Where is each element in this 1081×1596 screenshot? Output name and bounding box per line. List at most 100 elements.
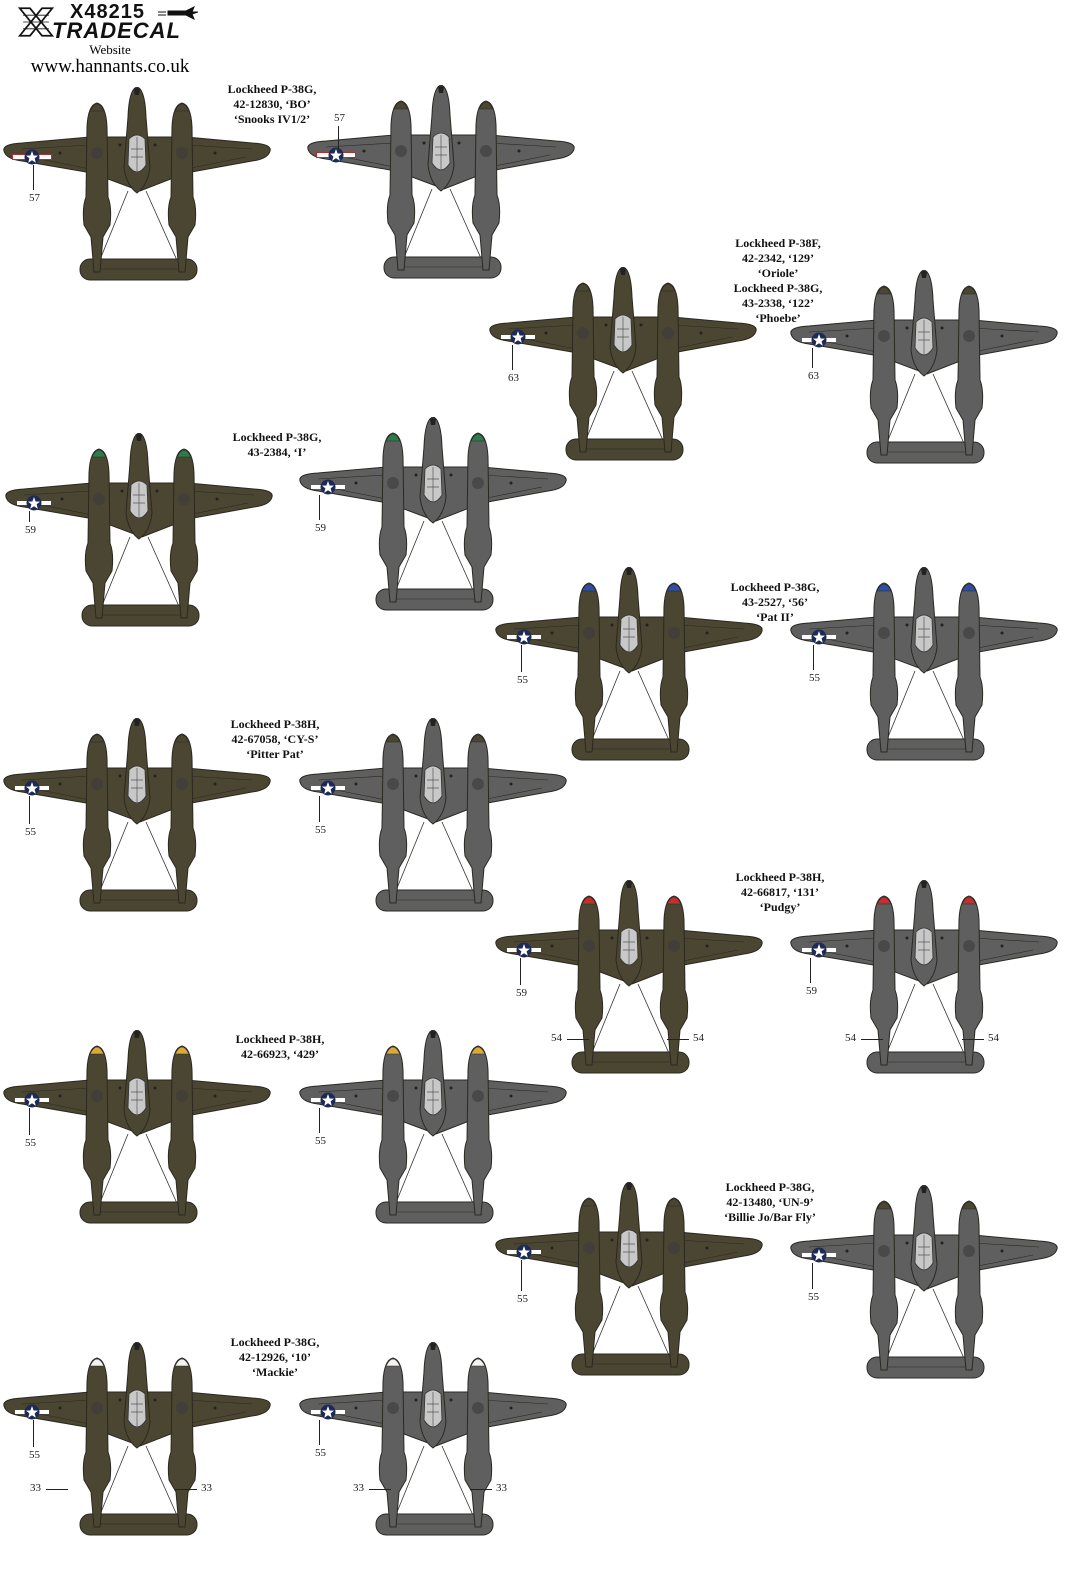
p38-grey-top-view: [296, 416, 568, 612]
caption-line: Lockheed P-38G,: [733, 281, 823, 295]
website-url[interactable]: www.hannants.co.uk: [30, 56, 190, 77]
p38-olive-top-view: [0, 86, 272, 282]
p38-grey-top-view: [787, 1184, 1059, 1380]
leader-line: [521, 645, 522, 672]
decal-number-callout: 54: [551, 1032, 562, 1044]
caption-line: Lockheed P-38G,: [232, 430, 322, 444]
decal-number-callout: 55: [29, 1449, 40, 1461]
leader-line: [29, 796, 30, 824]
us-star-insignia-icon: [504, 942, 544, 963]
decal-number-callout: 63: [508, 372, 519, 384]
scheme-caption: Lockheed P-38G,42-12926, ‘10’‘Mackie’: [231, 1335, 320, 1380]
leader-line: [810, 958, 811, 983]
us-star-insignia-icon: [504, 629, 544, 650]
leader-line: [567, 1039, 589, 1040]
leader-line: [369, 1489, 391, 1490]
caption-line: ‘Snooks IV1/2’: [233, 112, 311, 126]
leader-line: [319, 495, 320, 520]
decal-number-callout: 55: [25, 826, 36, 838]
us-star-insignia-icon: [12, 780, 52, 801]
leader-line: [319, 796, 320, 822]
leader-line: [521, 1260, 522, 1291]
p38-grey-top-view: [296, 717, 568, 913]
scheme-caption: Lockheed P-38G,43-2527, ‘56’‘Pat II’: [731, 580, 820, 625]
decal-number-callout: 55: [315, 1447, 326, 1459]
us-star-insignia-icon: [308, 780, 348, 801]
decal-number-callout: 55: [25, 1137, 36, 1149]
decal-number-callout: 55: [808, 1291, 819, 1303]
caption-line: Lockheed P-38F,: [735, 236, 821, 250]
us-star-insignia-icon: [14, 495, 54, 516]
caption-line: ‘Oriole’: [757, 266, 799, 280]
caption-line: Lockheed P-38H,: [235, 1032, 325, 1046]
leader-line: [813, 645, 814, 670]
us-star-insignia-icon: [308, 1404, 348, 1425]
caption-line: ‘Pitter Pat’: [246, 747, 304, 761]
p38-olive-top-view: [0, 1029, 272, 1225]
us-star-insignia-icon: [799, 332, 839, 353]
caption-line: Lockheed P-38G,: [730, 580, 820, 594]
scheme-caption: Lockheed P-38G,42-13480, ‘UN-9’‘Billie J…: [724, 1180, 816, 1225]
caption-line: ‘Mackie’: [252, 1365, 298, 1379]
decal-number-callout: 59: [516, 987, 527, 999]
decal-number-callout: 55: [809, 672, 820, 684]
p38-olive-top-view: [492, 1181, 764, 1377]
decal-number-callout: 33: [201, 1482, 212, 1494]
decal-number-callout: 59: [806, 985, 817, 997]
decal-number-callout: 55: [315, 824, 326, 836]
p38-olive-top-view: [2, 432, 274, 628]
leader-line: [861, 1039, 883, 1040]
caption-line: 43-2338, ‘122’: [741, 296, 814, 310]
caption-line: Lockheed P-38H,: [735, 870, 825, 884]
leader-line: [667, 1039, 689, 1040]
p38-olive-top-view: [492, 879, 764, 1075]
caption-line: ‘Billie Jo/Bar Fly’: [724, 1210, 816, 1224]
scheme-caption: Lockheed P-38H,42-66817, ‘131’‘Pudgy’: [736, 870, 825, 915]
p38-olive-top-view: [0, 717, 272, 913]
leader-line: [512, 345, 513, 370]
us-star-insignia-icon: [308, 1092, 348, 1113]
leader-line: [812, 1263, 813, 1289]
decal-number-callout: 59: [315, 522, 326, 534]
decal-number-callout: 54: [845, 1032, 856, 1044]
caption-line: Lockheed P-38G,: [230, 1335, 320, 1349]
p38-grey-top-view: [296, 1029, 568, 1225]
p38-olive-top-view: [486, 266, 758, 462]
caption-line: Lockheed P-38G,: [227, 82, 317, 96]
leader-line: [338, 126, 339, 149]
us-star-insignia-icon: [12, 1404, 52, 1425]
leader-line: [319, 1420, 320, 1445]
us-star-insignia-icon: [12, 149, 52, 170]
leader-line: [319, 1108, 320, 1133]
us-star-insignia-icon: [799, 942, 839, 963]
leader-line: [46, 1489, 68, 1490]
us-star-insignia-icon: [799, 1247, 839, 1268]
us-star-insignia-icon: [316, 147, 356, 168]
leader-line: [812, 348, 813, 368]
caption-line: ‘Pudgy’: [759, 900, 801, 914]
leader-line: [33, 165, 34, 190]
product-code: X48215: [70, 1, 145, 23]
leader-line: [29, 511, 30, 522]
leader-line: [962, 1039, 984, 1040]
decal-number-callout: 33: [496, 1482, 507, 1494]
decal-number-callout: 57: [29, 192, 40, 204]
caption-line: 42-12830, ‘BO’: [233, 97, 311, 111]
caption-line: 42-2342, ‘129’: [741, 251, 814, 265]
us-star-insignia-icon: [799, 629, 839, 650]
us-star-insignia-icon: [12, 1092, 52, 1113]
brand-name: TRADECAL: [52, 18, 181, 43]
caption-line: 42-67058, ‘CY-S’: [231, 732, 319, 746]
caption-line: 42-12926, ‘10’: [238, 1350, 311, 1364]
xtradecal-logo: X48215 TRADECAL Website www.hannants.co.…: [10, 2, 200, 78]
p38-grey-top-view: [296, 1341, 568, 1537]
decal-number-callout: 55: [315, 1135, 326, 1147]
p38-olive-top-view: [0, 1341, 272, 1537]
decal-number-callout: 33: [30, 1482, 41, 1494]
decal-number-callout: 55: [517, 674, 528, 686]
caption-line: 43-2384, ‘I’: [247, 445, 307, 459]
scheme-caption: Lockheed P-38G,42-12830, ‘BO’‘Snooks IV1…: [228, 82, 317, 127]
scheme-caption: Lockheed P-38G,43-2384, ‘I’: [233, 430, 322, 460]
scheme-caption: Lockheed P-38H,42-66923, ‘429’: [236, 1032, 325, 1062]
caption-line: Lockheed P-38H,: [230, 717, 320, 731]
